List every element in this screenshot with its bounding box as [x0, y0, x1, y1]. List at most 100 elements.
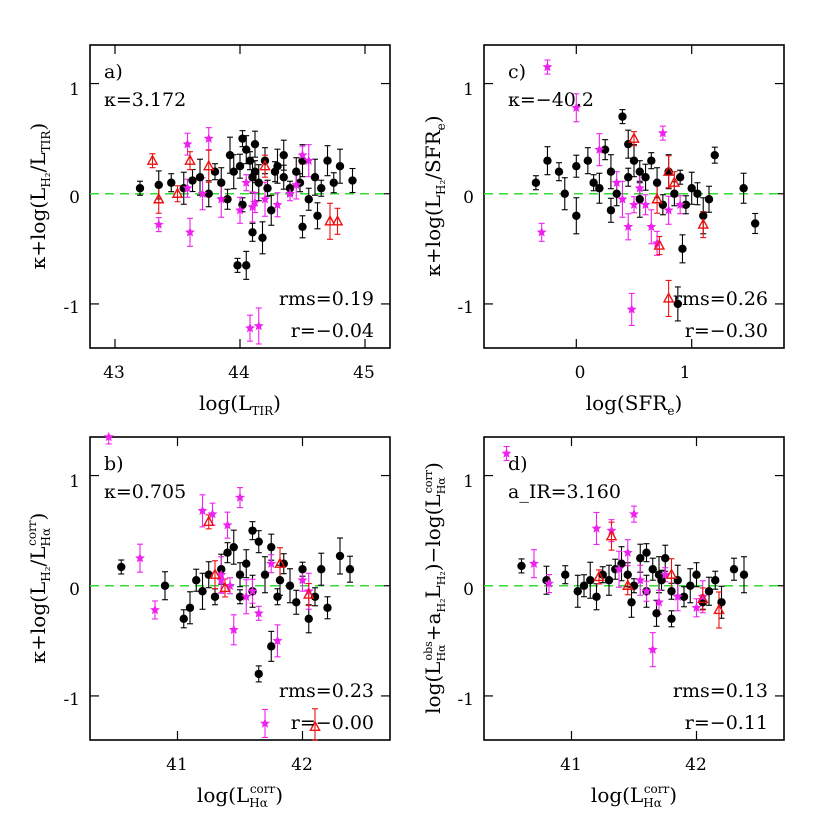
data-point-star	[594, 144, 605, 154]
data-point-star	[622, 547, 633, 557]
data-point-circle	[160, 581, 170, 590]
y-axis-label-tail: )	[421, 115, 445, 123]
data-point-triangle	[146, 154, 159, 165]
data-point-circle	[217, 178, 226, 187]
data-point-circle	[618, 112, 627, 121]
data-point-circle	[739, 184, 748, 193]
data-point-circle	[667, 587, 676, 596]
x-axis-label: log(LHαcorr)	[591, 782, 677, 810]
y-axis-label-tail: )	[26, 123, 50, 131]
data-point-star	[253, 608, 264, 618]
rms-value: rms=0.19	[279, 288, 374, 310]
x-tick-label: 43	[103, 363, 125, 383]
panel-label: c)	[508, 61, 526, 83]
x-axis-label-tail: )	[273, 391, 281, 415]
x-tick-label: 44	[228, 363, 250, 383]
panel-b-points	[103, 431, 355, 731]
y-axis-label-sub4: Hα	[435, 477, 448, 495]
panel-a-points	[135, 133, 357, 333]
data-point-circle	[652, 609, 661, 618]
data-point-circle	[750, 219, 760, 228]
data-point-star	[571, 102, 582, 112]
data-point-circle	[335, 162, 345, 171]
data-point-circle	[242, 559, 251, 568]
data-point-star	[654, 597, 664, 607]
x-tick-label: 41	[560, 755, 582, 775]
data-point-star	[536, 227, 547, 237]
data-point-triangle	[219, 581, 231, 593]
data-point-circle	[686, 581, 695, 590]
data-point-circle	[667, 614, 676, 623]
panel-d-error-bars	[503, 445, 747, 668]
data-point-star	[629, 199, 639, 209]
r-value: r=−0.00	[291, 712, 374, 734]
y-axis-label-sub2: e	[434, 123, 448, 130]
data-point-star	[629, 508, 639, 519]
data-point-circle	[317, 565, 326, 574]
data-point-circle	[298, 222, 307, 231]
y-axis-label-mid: /L	[26, 546, 50, 566]
data-point-circle	[692, 570, 701, 579]
data-point-star	[185, 227, 195, 237]
x-tick-label: 41	[166, 755, 188, 775]
data-point-circle	[681, 200, 691, 209]
data-point-star	[197, 188, 208, 198]
data-point-triangle	[697, 218, 710, 229]
y-axis-label-mid: +a	[421, 612, 445, 641]
data-point-circle	[679, 592, 689, 601]
data-point-circle	[229, 542, 238, 552]
y-axis-label-tail: )	[421, 462, 445, 470]
panel-d-x-tick-labels: 41 42	[560, 755, 707, 775]
y-tick-label: -1	[63, 690, 80, 710]
data-point-circle	[245, 156, 255, 165]
data-point-star	[250, 197, 260, 207]
data-point-circle	[642, 548, 651, 557]
y-axis-label: κ+log(LH₂/SFRe)	[421, 115, 448, 276]
data-point-star	[266, 558, 277, 568]
y-axis-label-sup: corr	[25, 520, 39, 546]
data-point-triangle	[324, 214, 336, 226]
data-point-circle	[223, 548, 232, 557]
data-point-star	[153, 219, 164, 229]
data-point-circle	[589, 178, 598, 187]
data-point-circle	[624, 139, 633, 149]
data-point-circle	[647, 156, 656, 165]
y-tick-label: 1	[69, 472, 80, 492]
data-point-star	[103, 431, 114, 442]
data-point-circle	[185, 603, 195, 612]
data-point-circle	[606, 167, 616, 176]
panel-c-y-tick-labels: 1 0 -1	[457, 80, 474, 318]
x-axis-label-tail: )	[674, 391, 682, 415]
data-point-circle	[648, 565, 657, 574]
data-point-circle	[273, 162, 282, 171]
data-point-triangle	[668, 176, 681, 187]
data-point-star	[297, 575, 308, 585]
y-axis-label-sub: H₂	[39, 172, 53, 187]
data-point-circle	[154, 180, 163, 190]
data-point-circle	[323, 156, 332, 165]
y-tick-label: 0	[463, 580, 474, 600]
data-point-star	[303, 155, 314, 165]
data-point-circle	[673, 299, 683, 309]
data-point-star	[241, 591, 252, 601]
data-point-circle	[235, 570, 245, 579]
data-point-star	[652, 238, 662, 248]
y-tick-label: 1	[463, 80, 474, 100]
rms-value: rms=0.26	[673, 288, 768, 310]
data-point-triangle	[259, 159, 271, 171]
data-point-circle	[188, 176, 197, 185]
data-point-circle	[348, 176, 357, 185]
data-point-star	[542, 61, 553, 72]
data-point-triangle	[628, 132, 640, 143]
data-point-circle	[235, 162, 245, 171]
data-point-circle	[543, 156, 552, 165]
y-tick-label: -1	[457, 690, 474, 710]
data-point-circle	[627, 598, 636, 607]
data-point-star	[285, 188, 295, 198]
data-point-circle	[204, 189, 213, 198]
data-point-star	[614, 564, 624, 574]
data-point-star	[641, 586, 652, 596]
data-point-circle	[739, 570, 749, 579]
y-axis-label-sub2: Hα	[39, 528, 53, 547]
